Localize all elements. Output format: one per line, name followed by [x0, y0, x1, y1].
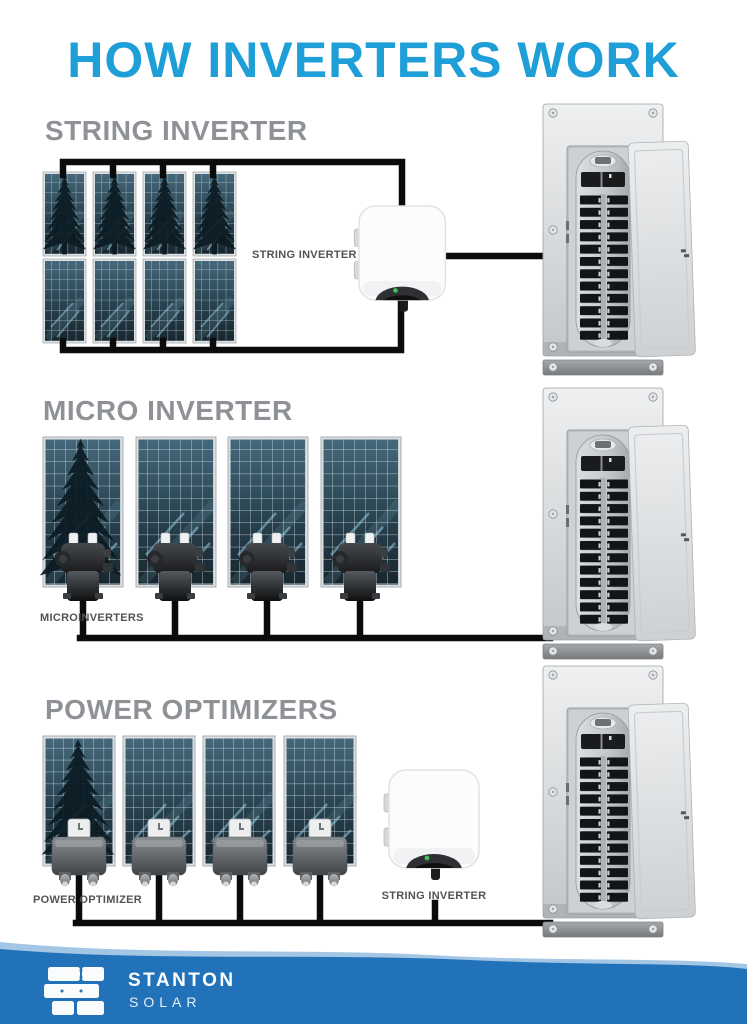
string-inverter-unit [384, 770, 479, 887]
string-inverter-diagram [43, 104, 696, 375]
breaker-panel [543, 104, 696, 375]
brand-subtitle: SOLAR [129, 994, 202, 1010]
brand-name: STANTON [128, 970, 236, 991]
power-optimizers-diagram [42, 666, 696, 937]
power-optimizer-label: POWER OPTIMIZER [33, 894, 142, 906]
microinverters-label: MICROINVERTERS [40, 612, 144, 624]
solar-panel [93, 259, 136, 343]
breaker-panel [543, 666, 696, 937]
solar-panel [143, 259, 186, 343]
solar-panel-s-icon [44, 967, 104, 1015]
section-heading-string-inverter: STRING INVERTER [45, 115, 308, 146]
ac-wire [76, 592, 554, 642]
dc-wire [59, 158, 554, 354]
section-heading-power-optimizers: POWER OPTIMIZERS [45, 694, 338, 725]
stanton-solar-logo: STANTON SOLAR [44, 965, 344, 1021]
solar-panel [193, 259, 236, 343]
string-inverter-label: STRING INVERTER [381, 890, 487, 902]
breaker-panel [543, 388, 696, 659]
string-inverter-unit [354, 206, 445, 318]
dc-wire [72, 868, 554, 927]
micro-inverter-diagram [40, 388, 696, 659]
footer-band [0, 942, 747, 1024]
solar-panel [43, 259, 86, 343]
string-inverter-label: STRING INVERTER [252, 249, 357, 261]
page-title: HOW INVERTERS WORK [67, 32, 680, 88]
section-heading-micro-inverter: MICRO INVERTER [43, 395, 293, 426]
